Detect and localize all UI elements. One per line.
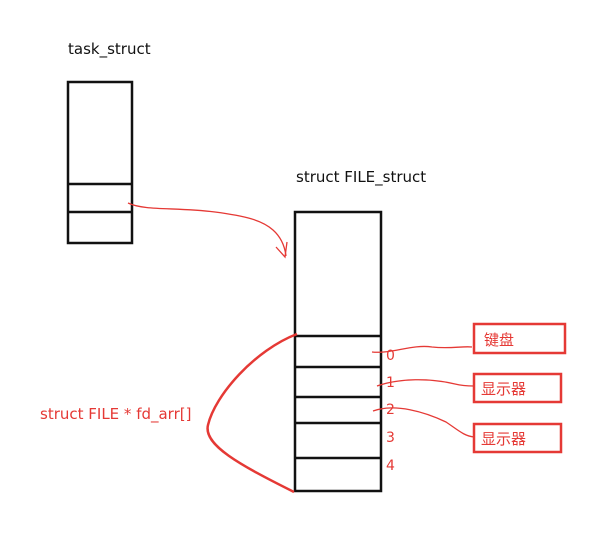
fd-index-0: 0 [386, 348, 395, 364]
files-pointer-arrow [127, 202, 288, 259]
file-struct-label: struct FILE_struct [296, 168, 426, 187]
fd-index-3: 3 [386, 430, 395, 446]
task-struct-label: task_struct [68, 40, 151, 59]
device-display-label-1: 显示器 [481, 380, 526, 398]
device-display-box-2: 显示器 [472, 422, 563, 454]
device-keyboard-label: 键盘 [484, 331, 514, 349]
device-display-box-1: 显示器 [472, 372, 563, 404]
fd-array-bracket [206, 332, 298, 494]
fd-2-link [372, 407, 475, 438]
device-keyboard-box: 键盘 [472, 322, 567, 355]
file-struct-box [293, 210, 383, 493]
task-struct-box [66, 80, 134, 245]
fd-array-label: struct FILE * fd_arr[] [40, 405, 191, 424]
fd-1-link [376, 379, 475, 387]
fd-0-link [371, 345, 473, 353]
device-display-label-2: 显示器 [481, 430, 526, 448]
fd-index-4: 4 [386, 458, 395, 474]
fd-index-2: 2 [386, 402, 395, 418]
